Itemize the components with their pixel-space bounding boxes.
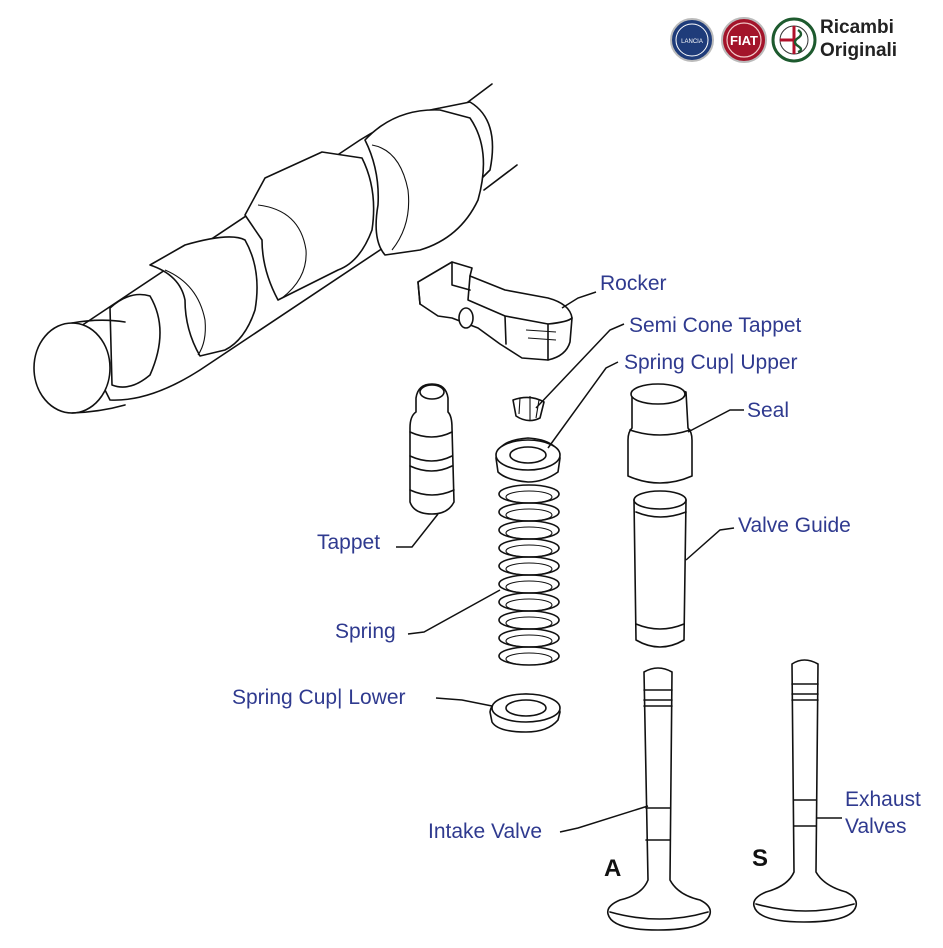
fiat-logo-text: FIAT bbox=[730, 33, 758, 48]
camshaft-drawing bbox=[33, 83, 518, 414]
marker-intake: A bbox=[604, 855, 621, 882]
spring-coil-inner bbox=[505, 526, 553, 540]
spring-coil-inner bbox=[505, 490, 553, 504]
spring-coil-inner bbox=[505, 634, 553, 648]
spring-coil-inner bbox=[505, 544, 553, 558]
leader-valve-guide bbox=[685, 527, 735, 561]
valve-guide-drawing bbox=[633, 490, 687, 648]
label-spring-cup-upper: Spring Cup| Upper bbox=[624, 351, 798, 374]
brand-line1: Ricambi bbox=[820, 17, 894, 38]
spring-coil-inner bbox=[505, 580, 553, 594]
labels: Rocker Semi Cone Tappet Spring Cup| Uppe… bbox=[232, 272, 921, 843]
fiat-logo: FIAT bbox=[721, 17, 767, 63]
spring-coil-inner bbox=[505, 598, 553, 612]
leader-spring-cup-upper bbox=[547, 361, 619, 449]
leader-tappet bbox=[396, 513, 439, 548]
spring-cup-upper-drawing bbox=[495, 437, 561, 483]
label-exhaust-valves-line2: Valves bbox=[845, 815, 906, 838]
exhaust-valve-drawing bbox=[752, 659, 858, 923]
label-semi-cone-tappet: Semi Cone Tappet bbox=[629, 314, 802, 337]
spring-coil-inner bbox=[505, 562, 553, 576]
spring-coil-inner bbox=[505, 616, 553, 630]
label-seal: Seal bbox=[747, 399, 789, 422]
spring-coil-inner bbox=[505, 508, 553, 522]
label-valve-guide: Valve Guide bbox=[738, 514, 851, 537]
label-spring-cup-lower: Spring Cup| Lower bbox=[232, 686, 406, 709]
tappet-drawing bbox=[409, 383, 455, 515]
semi-cone-tappet-drawing bbox=[512, 396, 545, 422]
brand-line2: Originali bbox=[820, 40, 897, 61]
spring-drawing bbox=[498, 484, 560, 666]
label-rocker: Rocker bbox=[600, 272, 667, 295]
marker-exhaust: S bbox=[752, 845, 768, 872]
label-tappet: Tappet bbox=[317, 531, 380, 554]
leader-spring-cup-lower bbox=[435, 697, 493, 707]
intake-valve-drawing bbox=[606, 667, 712, 931]
leader-intake-valve bbox=[559, 805, 649, 833]
leader-lines bbox=[396, 291, 842, 833]
leader-rocker bbox=[561, 291, 597, 309]
seal-drawing bbox=[627, 383, 693, 484]
spring-coil-inner bbox=[505, 652, 553, 666]
rocker-drawing bbox=[417, 261, 573, 361]
brand-header: LANCIA FIAT Ricambi Originali bbox=[670, 17, 897, 63]
spring-cup-lower-drawing bbox=[489, 693, 561, 733]
label-exhaust-valves-line1: Exhaust bbox=[845, 788, 921, 811]
lancia-logo: LANCIA bbox=[670, 18, 714, 62]
leader-semi-cone-tappet bbox=[535, 323, 625, 409]
label-spring: Spring bbox=[335, 620, 396, 643]
leader-spring bbox=[407, 589, 501, 635]
alfa-romeo-logo bbox=[771, 17, 817, 63]
label-intake-valve: Intake Valve bbox=[428, 820, 542, 843]
lancia-logo-text: LANCIA bbox=[681, 39, 703, 45]
leader-seal bbox=[687, 409, 744, 433]
